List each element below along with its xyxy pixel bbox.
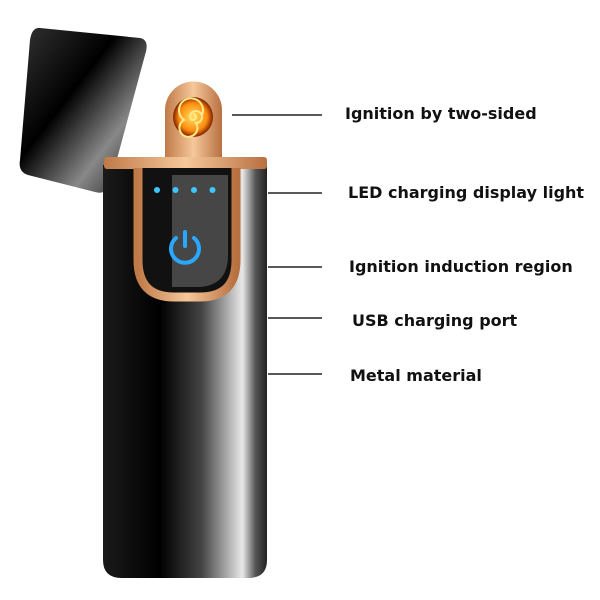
label-ignition-two-sided: Ignition by two-sided <box>345 104 537 123</box>
led-dot <box>191 187 197 193</box>
power-icon <box>169 230 201 265</box>
led-dot <box>172 187 179 193</box>
led-indicators <box>154 187 216 193</box>
label-led-display: LED charging display light <box>348 183 585 202</box>
label-usb-port: USB charging port <box>352 311 518 330</box>
led-dot <box>209 187 216 193</box>
gold-band <box>104 157 267 169</box>
label-induction-region: Ignition induction region <box>349 257 573 276</box>
label-metal-material: Metal material <box>350 366 482 385</box>
leader-lines <box>232 114 322 375</box>
lighter-lid <box>19 27 147 193</box>
led-dot <box>154 187 160 193</box>
